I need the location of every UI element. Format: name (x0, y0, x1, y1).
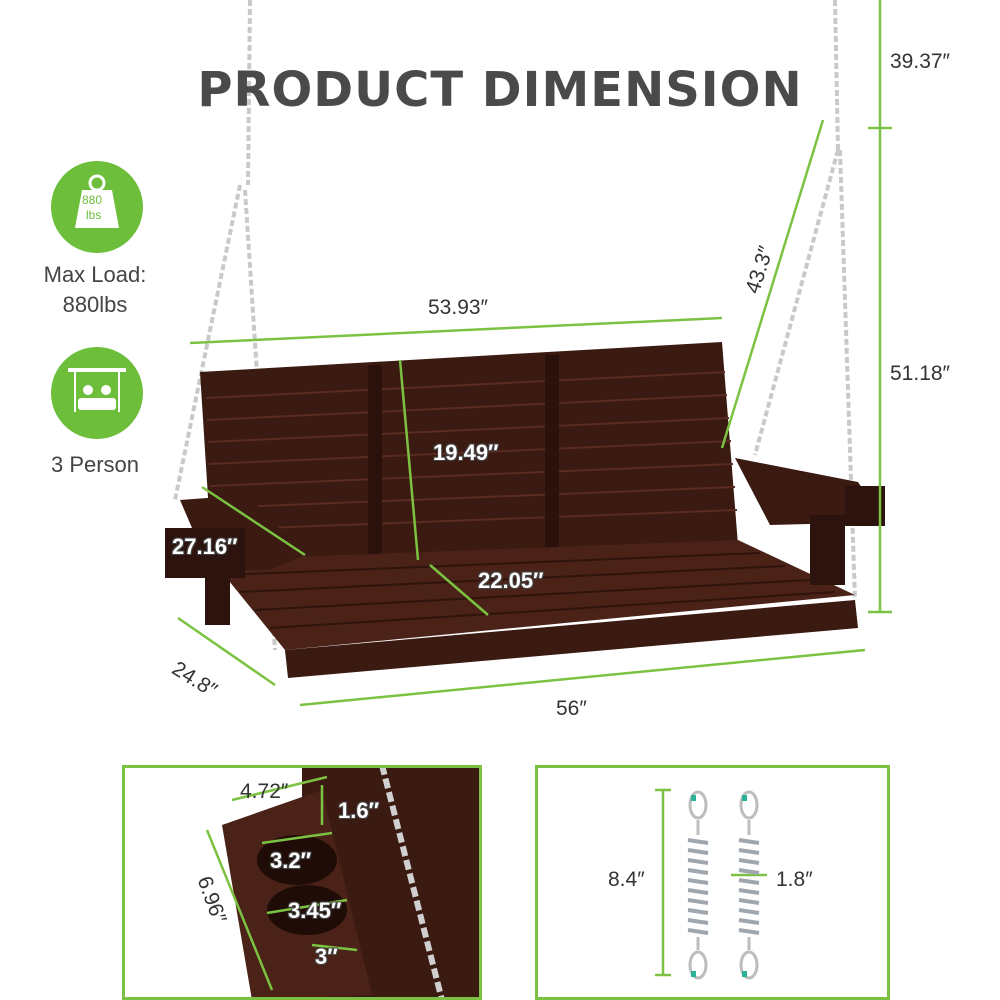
cup-bottom: 3″ (315, 944, 338, 969)
cup-inner-width: 3.2″ (270, 848, 312, 873)
spring-illustration (655, 788, 767, 980)
weight-icon (51, 161, 143, 253)
max-load-line2: 880lbs (62, 292, 128, 317)
spring-diameter: 1.8″ (776, 868, 813, 891)
dimension-lines (177, 0, 892, 707)
dim-back-width: 53.93″ (428, 296, 488, 319)
dim-armrest-length: 27.16″ (172, 534, 238, 559)
page-title: PRODUCT DIMENSION (197, 62, 803, 118)
swing-family-icon (51, 347, 143, 439)
dim-back-height: 19.49″ (433, 440, 499, 465)
spring-right (738, 790, 760, 980)
dim-seat-depth: 22.05″ (478, 568, 544, 593)
load-value: 880 (82, 193, 103, 207)
dim-hanging-height: 39.37″ (890, 50, 950, 73)
swing-bench (165, 342, 885, 678)
spring-length: 8.4″ (608, 868, 645, 891)
person-label: 3 Person (50, 452, 140, 477)
cup-hole-diameter: 3.45″ (288, 898, 342, 923)
spring-left (687, 790, 709, 980)
spring-detail-panel: 8.4″ 1.8″ (535, 765, 890, 1000)
cup-top-depth: 1.6″ (338, 798, 380, 823)
max-load-line1: Max Load: (43, 262, 147, 287)
dim-overall-height: 51.18″ (890, 362, 950, 385)
dim-seat-width: 56″ (556, 697, 587, 720)
cup-top-width: 4.72″ (240, 780, 289, 803)
cupholder-illustration (205, 768, 479, 997)
max-load-label: Max Load: 880lbs (20, 260, 170, 320)
load-unit: lbs (86, 208, 102, 222)
cupholder-detail-panel: 4.72″ 1.6″ 3.2″ 6.96″ 3.45″ 3″ (122, 765, 482, 1000)
